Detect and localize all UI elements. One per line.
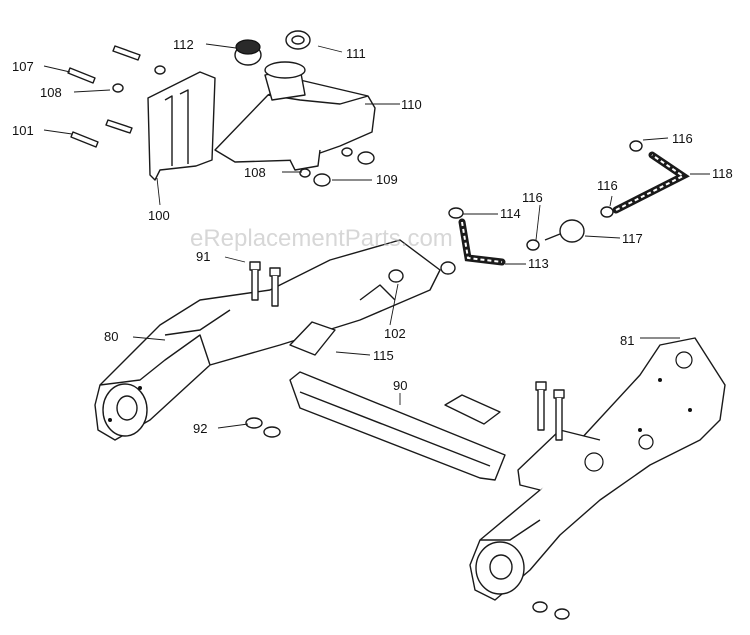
bolt-101[interactable] [70, 131, 99, 148]
bolt-91[interactable] [249, 261, 281, 307]
label-91: 91 [196, 249, 210, 264]
label-90: 90 [393, 378, 407, 393]
plate-90b[interactable] [444, 394, 501, 425]
fuel-filter[interactable] [544, 219, 585, 243]
label-112: 112 [173, 37, 194, 52]
fuel-cap[interactable] [234, 39, 262, 66]
fuel-line[interactable] [458, 218, 506, 266]
frame-rail-left[interactable] [94, 239, 441, 441]
washer-top[interactable] [154, 65, 166, 75]
label-116a: 116 [522, 190, 543, 205]
bolt-right[interactable] [535, 381, 565, 441]
bolt-107[interactable] [67, 67, 96, 84]
label-102: 102 [384, 326, 406, 341]
bolt-mid[interactable] [105, 119, 133, 134]
label-101: 101 [12, 123, 34, 138]
label-107: 107 [12, 59, 34, 74]
washer-108a[interactable] [112, 83, 124, 93]
label-111: 111 [346, 46, 366, 61]
tank-bracket[interactable] [147, 71, 216, 181]
label-114: 114 [500, 206, 521, 221]
label-113: 113 [528, 256, 549, 271]
label-116b: 116 [597, 178, 618, 193]
clamp-116c[interactable] [629, 140, 643, 152]
label-115: 115 [373, 348, 394, 363]
label-100: 100 [148, 208, 170, 223]
label-92: 92 [193, 421, 207, 436]
label-116c: 116 [672, 131, 693, 146]
bolt-upper[interactable] [112, 45, 141, 61]
label-118: 118 [712, 166, 733, 181]
washer-108b[interactable] [299, 168, 311, 178]
clamp-116b[interactable] [600, 206, 614, 218]
frame-rail-right[interactable] [469, 337, 726, 601]
label-80: 80 [104, 329, 118, 344]
cross-member[interactable] [289, 371, 506, 481]
nut-109[interactable] [313, 173, 331, 187]
nut-92[interactable] [245, 417, 263, 429]
bolt-102[interactable] [388, 261, 456, 283]
fuel-line-118[interactable] [612, 151, 690, 214]
watermark: eReplacementParts.com [190, 225, 453, 252]
label-108a: 108 [40, 85, 62, 100]
nut-right[interactable] [532, 601, 548, 613]
label-117: 117 [622, 231, 643, 246]
label-108b: 108 [244, 165, 266, 180]
fuel-tank[interactable] [214, 61, 376, 171]
label-81: 81 [620, 333, 634, 348]
leader-lines [43, 43, 710, 429]
clamp-116a[interactable] [526, 239, 540, 251]
clamp-114[interactable] [448, 207, 464, 219]
part-labels: 112 111 110 107 108 101 108 109 100 114 … [12, 37, 733, 436]
label-110: 110 [401, 97, 422, 112]
label-109: 109 [376, 172, 398, 187]
plate-115[interactable] [289, 321, 336, 356]
